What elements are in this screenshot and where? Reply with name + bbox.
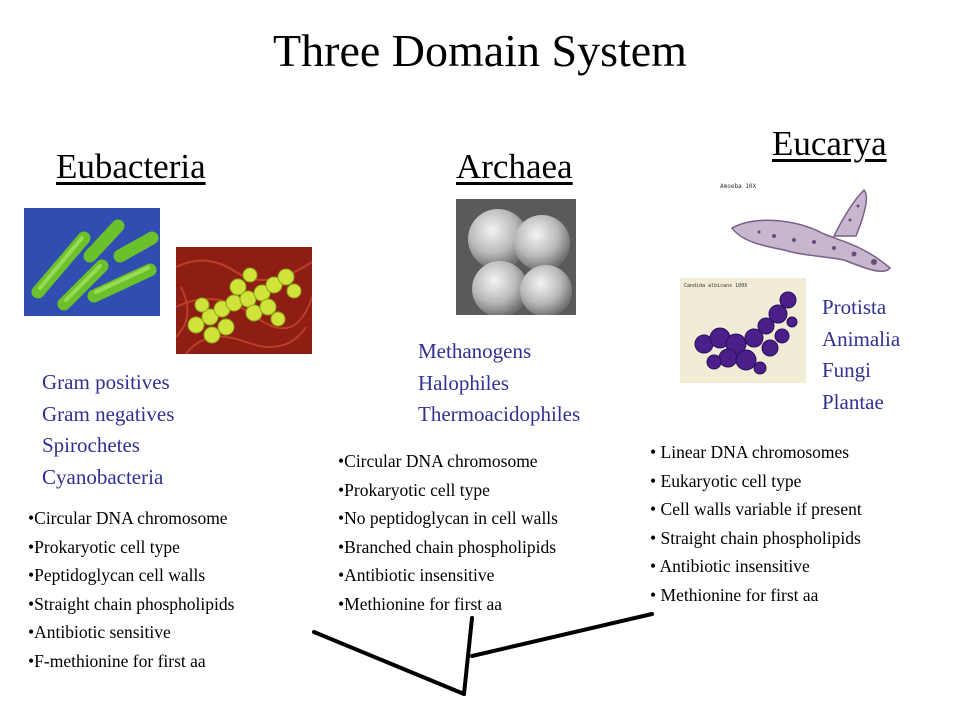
eucarya-features: Linear DNA chromosomes Eukaryotic cell t…: [650, 438, 862, 609]
feature-item: Antibiotic insensitive: [650, 552, 862, 581]
archaea-branch-line: [462, 616, 474, 696]
group-item: Spirochetes: [42, 433, 140, 457]
eucarya-branch-line: [470, 612, 654, 658]
feature-item: Circular DNA chromosome: [28, 504, 234, 533]
eubacteria-features: Circular DNA chromosome Prokaryotic cell…: [28, 504, 234, 675]
group-item: Halophiles: [418, 370, 509, 395]
rod-bacteria-image: [24, 208, 160, 316]
group-item: Cyanobacteria: [42, 464, 164, 489]
feature-item: Methionine for first aa: [338, 590, 558, 619]
domain-heading-eubacteria: Eubacteria: [56, 147, 206, 186]
feature-item: Eukaryotic cell type: [650, 467, 862, 496]
feature-item: Straight chain phospholipids: [28, 590, 234, 619]
yeast-cells-image: Candida albicans 100X: [680, 278, 806, 383]
feature-item: No peptidoglycan in cell walls: [338, 504, 558, 533]
eucarya-groups: Protista Animalia Fungi Plantae: [822, 292, 900, 418]
group-item: Fungi: [822, 358, 872, 382]
group-item: Protista: [822, 295, 887, 319]
feature-item: Linear DNA chromosomes: [650, 438, 862, 467]
page-title: Three Domain System: [273, 25, 687, 76]
group-item: Gram positives: [42, 370, 170, 394]
eubacteria-groups: Gram positives Gram negatives Spirochete…: [42, 367, 174, 493]
feature-item: Antibiotic sensitive: [28, 618, 234, 647]
domain-heading-archaea: Archaea: [456, 147, 573, 186]
feature-item: Peptidoglycan cell walls: [28, 561, 234, 590]
domain-heading-eucarya: Eucarya: [772, 124, 887, 163]
amoeba-image: Amoeba 10X: [714, 176, 910, 286]
feature-item: Methionine for first aa: [650, 581, 862, 610]
group-item: Animalia: [822, 326, 901, 351]
group-item: Thermoacidophiles: [418, 402, 581, 426]
feature-item: Circular DNA chromosome: [338, 447, 558, 476]
group-item: Gram negatives: [42, 401, 175, 426]
amoeba-caption: Amoeba 10X: [720, 183, 757, 190]
group-item: Plantae: [822, 389, 884, 414]
feature-item: Prokaryotic cell type: [28, 533, 234, 562]
feature-item: Prokaryotic cell type: [338, 476, 558, 505]
feature-item: Antibiotic insensitive: [338, 561, 558, 590]
eubacteria-branch-line: [312, 630, 466, 696]
feature-item: Cell walls variable if present: [650, 495, 862, 524]
archaea-groups: Methanogens Halophiles Thermoacidophiles: [418, 336, 580, 431]
yeast-caption: Candida albicans 100X: [684, 283, 747, 289]
archaea-features: Circular DNA chromosome Prokaryotic cell…: [338, 447, 558, 618]
feature-item: Branched chain phospholipids: [338, 533, 558, 562]
feature-item: F-methionine for first aa: [28, 647, 234, 676]
group-item: Methanogens: [418, 339, 532, 363]
coccus-bacteria-image: [176, 247, 312, 354]
feature-item: Straight chain phospholipids: [650, 524, 862, 553]
archaea-micrograph-image: [456, 199, 576, 315]
